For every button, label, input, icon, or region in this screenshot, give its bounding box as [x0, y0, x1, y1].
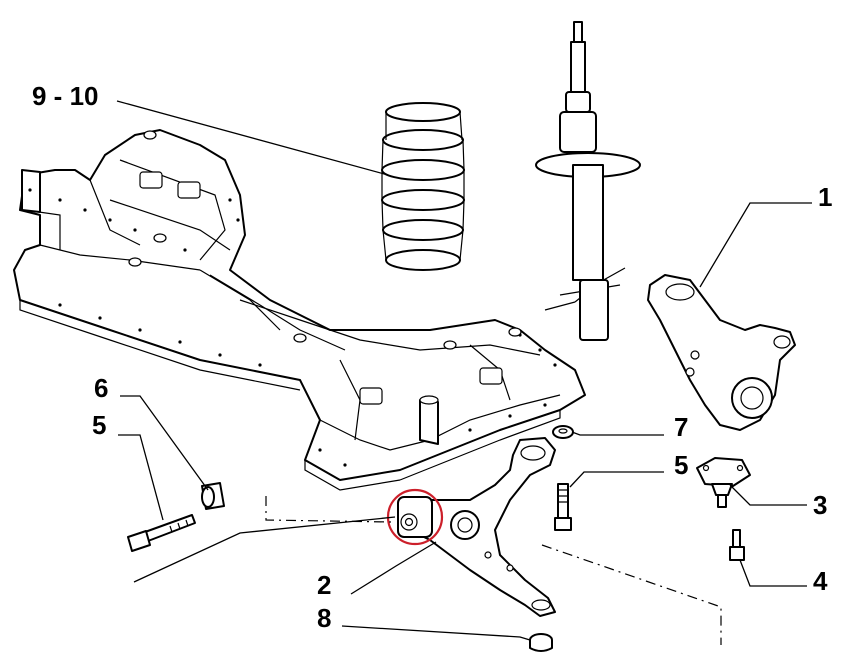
- subframe: [13, 129, 586, 491]
- label-control-arm: 2: [317, 570, 332, 600]
- label-spring: 9 - 10: [32, 81, 99, 111]
- arm-front-bushing: [397, 496, 433, 538]
- ball-joint-nut: [552, 425, 574, 439]
- label-ball-joint-screw: 4: [813, 566, 828, 596]
- label-arm-bolt-rear: 5: [674, 450, 689, 480]
- label-ball-joint-nut: 7: [674, 412, 689, 442]
- label-knuckle: 1: [818, 182, 833, 212]
- leader-lines: [116, 100, 812, 641]
- label-arm-bushing: 6: [94, 373, 109, 403]
- coil-spring: [381, 102, 465, 271]
- ball-joint-screw: [729, 529, 745, 561]
- label-ball-joint: 3: [813, 490, 828, 520]
- label-arm-bushing-rear: 8: [317, 603, 332, 633]
- ball-joint: [696, 457, 751, 508]
- shock-absorber: [535, 21, 641, 341]
- arm-rear-bushing: [529, 633, 553, 652]
- arm-bolt-vertical: [554, 483, 572, 531]
- label-arm-bolt-front: 5: [92, 410, 107, 440]
- highlight-circle: [386, 488, 444, 546]
- steering-knuckle: [647, 274, 796, 431]
- arm-bolt-horizontal: [127, 514, 196, 552]
- axis-line-left: [265, 496, 393, 523]
- axis-line-right: [541, 544, 722, 645]
- lower-control-arm: [404, 437, 556, 617]
